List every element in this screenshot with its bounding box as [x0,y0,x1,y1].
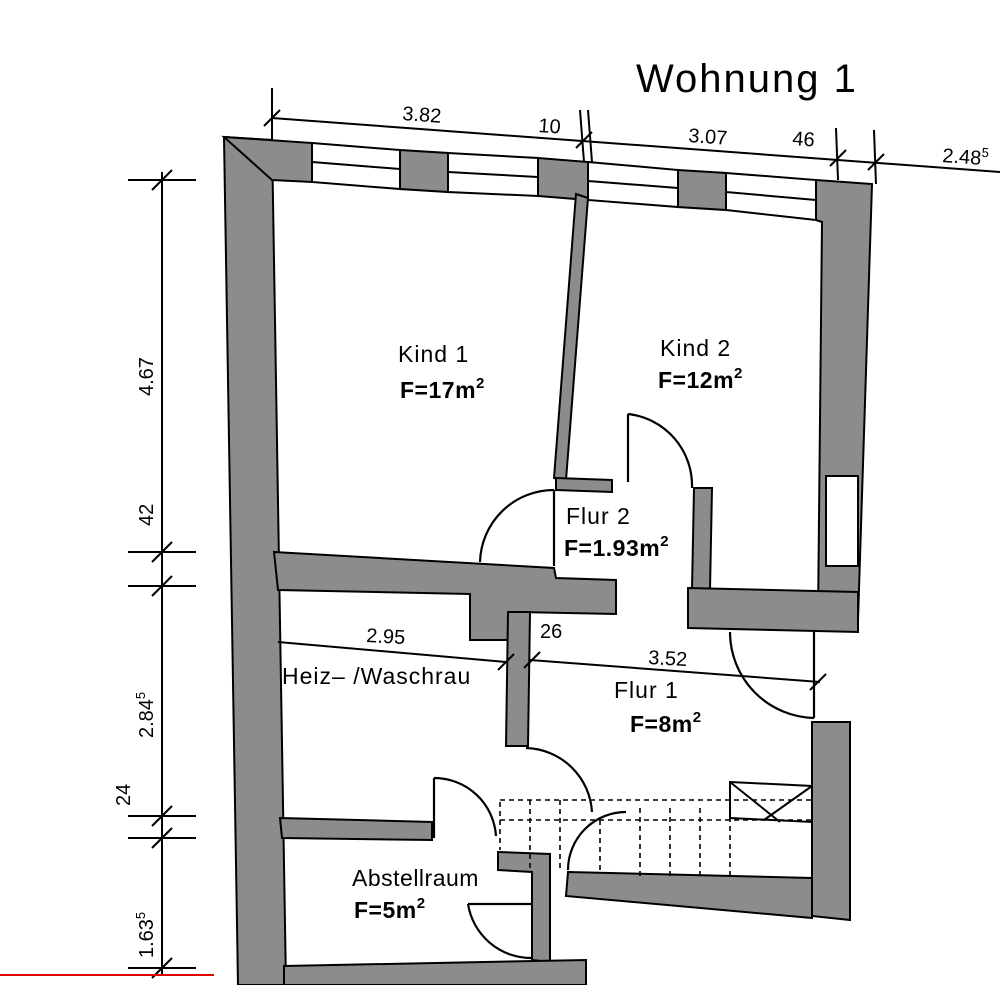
room-kind-1-name: Kind 1 [398,341,469,367]
room-flur-1-name: Flur 1 [614,677,679,703]
dim-wall-26: 26 [540,621,562,643]
dim-flur-width: 3.52 [648,647,688,671]
room-kind-2: Kind 2 F=12m2 [658,335,743,393]
room-abstellraum-area: F=5m2 [354,895,426,923]
room-flur-2-name: Flur 2 [566,503,631,529]
room-abstellraum-name: Abstellraum [352,865,479,891]
staircase [499,780,813,878]
room-flur-2: Flur 2 F=1.93m2 [564,503,669,561]
dim-left-3: 2.845 [133,692,158,738]
dim-left-4: 24 [113,784,135,806]
dim-top-1: 3.82 [402,103,442,128]
windows [311,141,817,222]
dim-left-1: 4.67 [136,357,158,396]
room-kind-1: Kind 1 F=17m2 [398,341,485,403]
dim-top-3: 3.07 [688,125,728,150]
room-flur-2-area: F=1.93m2 [564,533,669,561]
dim-top-4: 46 [792,128,816,151]
room-kind-1-area: F=17m2 [400,375,485,403]
walls [221,135,874,985]
room-flur-1-area: F=8m2 [630,709,702,737]
dim-heiz-width: 2.95 [366,625,406,649]
room-kind-2-area: F=12m2 [658,365,743,393]
top-dimension-chain: 3.82 10 3.07 46 2.485 [263,88,1000,185]
room-abstellraum: Abstellraum F=5m2 [352,865,479,923]
dim-left-2: 42 [136,504,158,526]
dim-top-2: 10 [538,115,562,138]
left-dimension-chain: 4.67 42 2.845 24 1.635 [113,169,196,979]
room-heiz-waschraum: Heiz– /Waschrau [282,663,471,689]
inner-dimensions: 2.95 26 3.52 [277,621,827,691]
dim-top-5: 2.485 [942,142,990,170]
room-heiz-name: Heiz– /Waschrau [282,663,471,689]
dim-left-5: 1.635 [133,912,158,958]
plan-title: Wohnung 1 [636,57,858,101]
room-kind-2-name: Kind 2 [660,335,731,361]
room-flur-1: Flur 1 F=8m2 [614,677,702,737]
